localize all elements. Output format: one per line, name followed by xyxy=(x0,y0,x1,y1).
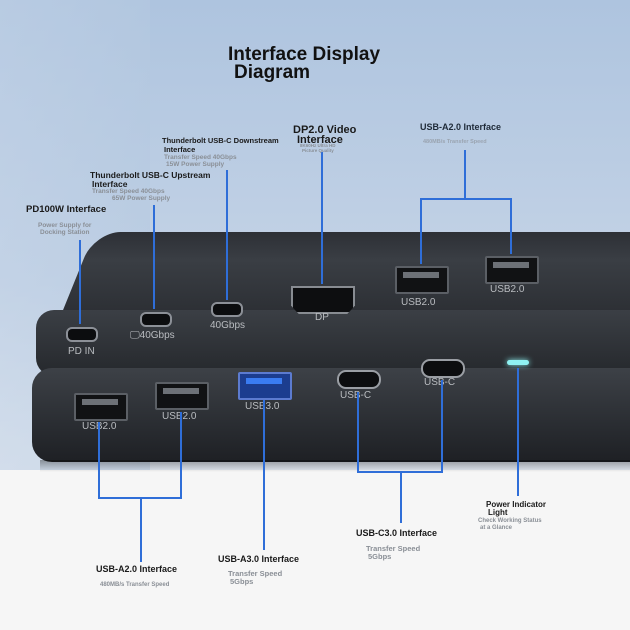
monitor-icon: 🖵 xyxy=(130,330,140,341)
port-label-usbc-1: USB-C xyxy=(340,390,372,401)
port-displayport xyxy=(291,286,355,314)
power-indicator-led xyxy=(507,360,529,365)
dock-shadow xyxy=(40,460,630,472)
port-label-tb-down: 40Gbps xyxy=(210,320,246,331)
port-usbc-1 xyxy=(337,370,381,389)
callout-dp-sub: 8K60Hz Ultra HD Picture Quality xyxy=(300,143,336,153)
leader-pd100w xyxy=(79,240,81,324)
callout-usba3-label: USB-A3.0 Interface xyxy=(218,554,300,564)
leader-usba2-top-bar xyxy=(420,198,512,200)
dock-lower-body xyxy=(32,368,630,462)
callout-pd100w-label: PD100W Interface xyxy=(26,204,107,215)
port-label-usbc-2: USB-C xyxy=(424,377,456,388)
port-thunderbolt-upstream xyxy=(140,312,172,327)
leader-usbc3-stem xyxy=(400,471,402,523)
callout-tb-down-sub: Transfer Speed 40Gbps 15W Power Supply xyxy=(164,154,237,168)
port-label-usb2-top-1: USB2.0 xyxy=(401,297,436,308)
diagram-title: Interface Display Diagram xyxy=(228,44,381,83)
callout-power-sub: Check Working Status at a Glance xyxy=(478,518,542,531)
callout-usbc3-sub: Transfer Speed 5Gbps xyxy=(366,544,421,561)
port-usb2-bottom-1 xyxy=(74,393,128,421)
leader-usba2-top-left xyxy=(420,198,422,264)
leader-usba2-top-right xyxy=(510,198,512,254)
port-usb2-top-2 xyxy=(485,256,539,284)
leader-usba2-bot-stem xyxy=(140,497,142,562)
background-floor xyxy=(0,470,630,630)
dock-upper-face xyxy=(36,310,630,376)
leader-usba2-bot-left xyxy=(98,422,100,498)
port-usb2-bottom-2 xyxy=(155,382,209,410)
leader-tb-up xyxy=(153,205,155,309)
callout-usba2-bot-sub: 480MB/s Transfer Speed xyxy=(100,582,170,588)
leader-usba2-bot-right xyxy=(180,412,182,498)
callout-tb-down-label: Thunderbolt USB-C Downstream Interface xyxy=(162,136,279,154)
callout-usba2-top-sub: 480MB/s Transfer Speed xyxy=(423,139,487,145)
title-line-2: Diagram xyxy=(234,62,311,83)
leader-power xyxy=(517,368,519,496)
port-label-tb-up: 🖵40Gbps xyxy=(130,330,175,341)
port-usb3 xyxy=(238,372,292,400)
leader-tb-down xyxy=(226,170,228,300)
port-label-dp: DP xyxy=(315,312,329,323)
callout-dp-label: DP2.0 Video Interface xyxy=(293,124,357,146)
port-label-usb2-top-2: USB2.0 xyxy=(490,284,525,295)
title-line-1: Interface Display xyxy=(228,44,381,65)
callout-usba2-bot-label: USB-A2.0 Interface xyxy=(96,564,178,574)
leader-usbc3-left xyxy=(357,392,359,472)
port-pd-in xyxy=(66,327,98,342)
leader-usba3 xyxy=(263,400,265,550)
port-usb2-top-1 xyxy=(395,266,449,294)
callout-tb-up-sub: Transfer Speed 40Gbps 65W Power Supply xyxy=(92,188,171,202)
port-label-usb3: USB3.0 xyxy=(245,401,279,412)
port-label-usb2-bottom-2: USB2.0 xyxy=(162,411,196,422)
callout-usba3-sub: Transfer Speed 5Gbps xyxy=(228,569,283,586)
callout-power-label: Power Indicator Light xyxy=(486,500,547,517)
callout-pd100w-sub: Power Supply for Docking Station xyxy=(38,222,92,236)
callout-tb-up-label: Thunderbolt USB-C Upstream Interface xyxy=(90,170,211,189)
leader-usba2-top-stem xyxy=(464,150,466,199)
callout-usba2-top-label: USB-A2.0 Interface xyxy=(420,122,502,132)
callout-usbc3-label: USB-C3.0 Interface xyxy=(356,528,438,538)
leader-usbc3-right xyxy=(441,380,443,472)
port-usbc-2 xyxy=(421,359,465,378)
port-thunderbolt-downstream xyxy=(211,302,243,317)
port-label-pd-in: PD IN xyxy=(68,346,95,357)
leader-dp xyxy=(321,152,323,284)
